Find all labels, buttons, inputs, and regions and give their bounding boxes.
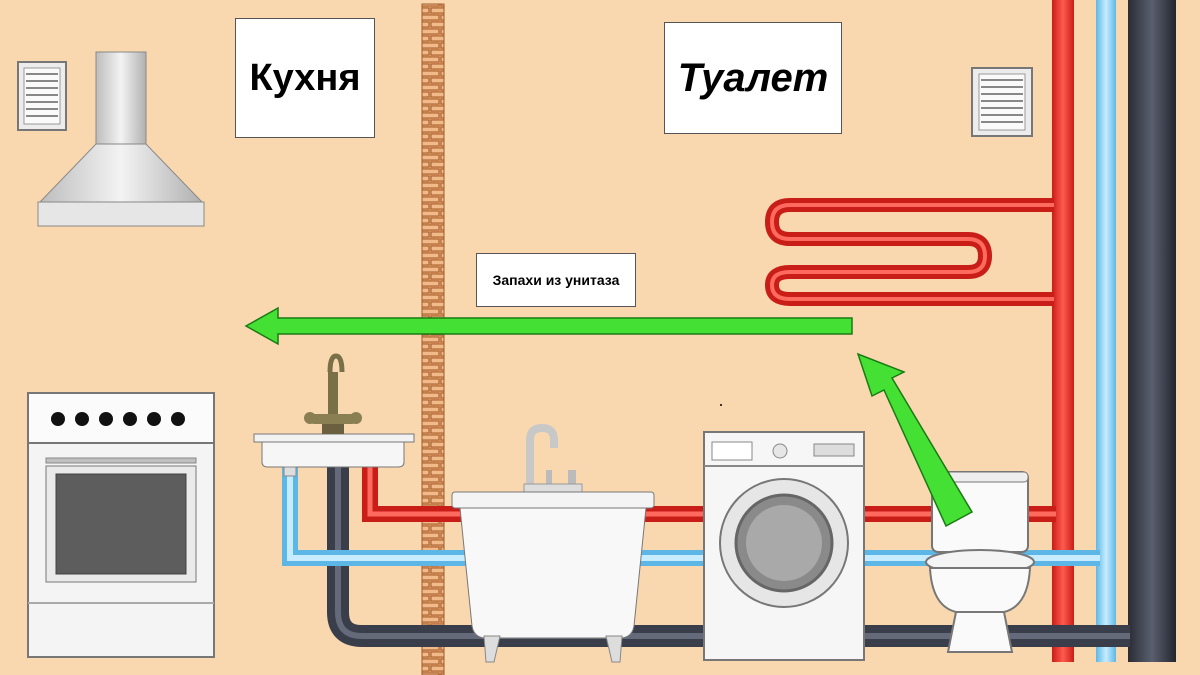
- smell-note-label: Запахи из унитаза: [476, 253, 636, 307]
- stove-icon: [27, 392, 215, 658]
- range-hood-icon: [37, 51, 205, 227]
- hot-riser-pipe: [1052, 0, 1074, 662]
- kitchen-label: Кухня: [235, 18, 375, 138]
- sink-icon: [253, 433, 415, 477]
- bathtub-icon: [451, 423, 655, 663]
- towel-warmer-icon: [764, 198, 1054, 306]
- brick-wall-icon: [421, 3, 445, 675]
- vent-grille-icon: [971, 67, 1033, 137]
- sewer-riser-pipe: [1128, 0, 1176, 662]
- cold-riser-pipe: [1096, 0, 1116, 662]
- toilet-label: Туалет: [664, 22, 842, 134]
- vent-grille-icon: [17, 61, 67, 131]
- faucet-icon: [304, 353, 362, 434]
- washing-machine-icon: [703, 431, 865, 661]
- airflow-arrow-icon: [244, 306, 974, 528]
